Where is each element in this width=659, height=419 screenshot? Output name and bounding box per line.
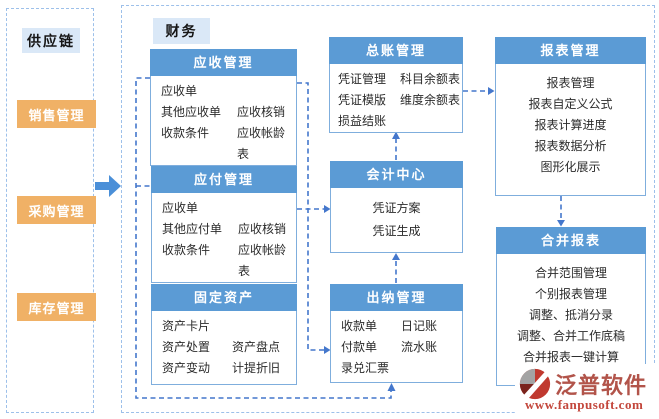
box-receivables: 应收管理 应收单 其他应收单 应收核销 收款条件 应收帐龄表 (150, 49, 297, 166)
list-item: 收款单 日记账 (341, 319, 438, 333)
fanpu-logo-icon (519, 368, 551, 400)
supply-chain-title: 供应链 (22, 28, 80, 53)
box-cashier-body: 收款单 日记账 付款单 流水账 录兑汇票 (330, 311, 463, 383)
list-item: 调整、合并工作底稿 (516, 329, 625, 343)
list-item: 资产卡片 (162, 319, 211, 333)
list-item: 调整、抵消分录 (528, 308, 613, 322)
list-item: 报表自定义公式 (528, 97, 613, 111)
box-accounting-center-body: 凭证方案 凭证生成 (330, 188, 463, 253)
box-cashier-title: 出纳管理 (330, 284, 463, 311)
box-payables-title: 应付管理 (151, 166, 297, 193)
box-fixed-assets-title: 固定资产 (151, 284, 297, 311)
list-item: 凭证方案 (372, 201, 421, 215)
box-payables-body: 应收单 其他应付单 应收核销 收款条件 应收帐龄表 (151, 193, 297, 283)
list-item: 应收单 (161, 84, 198, 98)
list-item: 报表计算进度 (534, 118, 607, 132)
list-item: 凭证生成 (372, 224, 421, 238)
box-general-ledger-title: 总账管理 (329, 37, 463, 64)
box-payables: 应付管理 应收单 其他应付单 应收核销 收款条件 应收帐龄表 (151, 166, 297, 283)
list-item: 资产变动 计提折旧 (162, 361, 281, 375)
vendor-url: www.fanpusoft.com (525, 397, 644, 412)
list-item: 应收单 (162, 201, 199, 215)
supply-to-finance-arrow (95, 175, 121, 197)
box-reports: 报表管理 报表管理 报表自定义公式 报表计算进度 报表数据分析 图形化展示 (495, 37, 646, 196)
box-accounting-center: 会计中心 凭证方案 凭证生成 (330, 161, 463, 253)
list-item: 报表数据分析 (534, 139, 607, 153)
box-general-ledger-body: 凭证管理 科目余额表 凭证模版 维度余额表 损益结账 (329, 64, 463, 133)
list-item: 付款单 流水账 (341, 340, 438, 354)
supply-chain-item-inventory: 库存管理 (17, 293, 96, 321)
list-item: 资产处置 资产盘点 (162, 340, 281, 354)
finance-tab: 财务 (153, 18, 210, 44)
box-fixed-assets: 固定资产 资产卡片 资产处置 资产盘点 资产变动 计提折旧 (151, 284, 297, 385)
supply-chain-item-purchasing: 采购管理 (17, 196, 96, 224)
box-consolidated-reports: 合并报表 合并范围管理 个别报表管理 调整、抵消分录 调整、合并工作底稿 合并报… (496, 227, 646, 386)
box-cashier: 出纳管理 收款单 日记账 付款单 流水账 录兑汇票 (330, 284, 463, 383)
list-item: 图形化展示 (540, 160, 601, 174)
list-item: 收款条件 应收帐龄表 (162, 243, 287, 278)
list-item: 合并范围管理 (534, 266, 607, 280)
supply-chain-item-sales: 销售管理 (17, 100, 96, 128)
list-item: 报表管理 (546, 76, 595, 90)
finance-panel (121, 5, 655, 413)
list-item: 合并报表一键计算 (522, 350, 619, 364)
box-reports-title: 报表管理 (495, 37, 646, 64)
box-receivables-title: 应收管理 (150, 49, 297, 76)
box-receivables-body: 应收单 其他应收单 应收核销 收款条件 应收帐龄表 (150, 76, 297, 166)
box-consolidated-reports-title: 合并报表 (496, 227, 646, 254)
list-item: 凭证模版 维度余额表 (338, 93, 461, 107)
list-item: 收款条件 应收帐龄表 (161, 126, 286, 161)
list-item: 凭证管理 科目余额表 (338, 72, 461, 86)
list-item: 录兑汇票 (341, 361, 390, 375)
box-general-ledger: 总账管理 凭证管理 科目余额表 凭证模版 维度余额表 损益结账 (329, 37, 463, 133)
box-accounting-center-title: 会计中心 (330, 161, 463, 188)
vendor-name: 泛普软件 (555, 373, 648, 398)
box-fixed-assets-body: 资产卡片 资产处置 资产盘点 资产变动 计提折旧 (151, 311, 297, 385)
vendor-logo: 泛普软件 www.fanpusoft.com (515, 364, 659, 416)
list-item: 其他应收单 应收核销 (161, 105, 286, 119)
list-item: 个别报表管理 (534, 287, 607, 301)
list-item: 其他应付单 应收核销 (162, 222, 287, 236)
list-item: 损益结账 (338, 114, 387, 128)
box-reports-body: 报表管理 报表自定义公式 报表计算进度 报表数据分析 图形化展示 (495, 64, 646, 196)
